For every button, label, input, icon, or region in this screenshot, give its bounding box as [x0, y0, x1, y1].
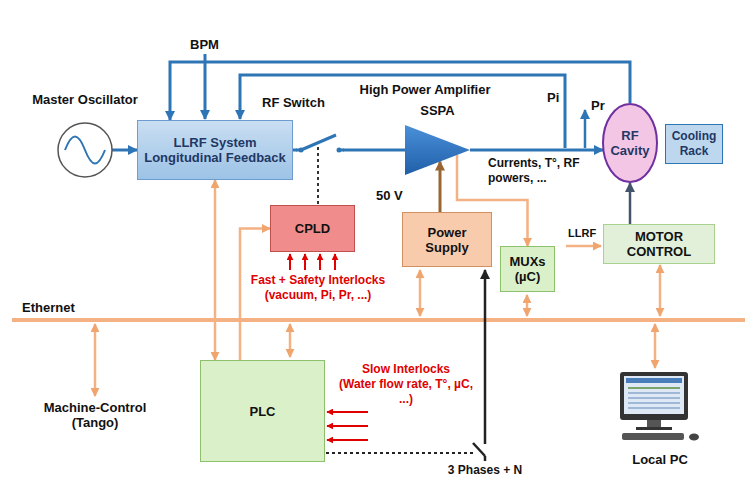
local-pc-icon [628, 392, 680, 394]
local-pc-icon [620, 372, 688, 420]
rf-switch-symbol [337, 148, 342, 153]
rf-switch-symbol [317, 146, 319, 204]
node-text: SSPA [340, 103, 510, 118]
interlock-note: (vacuum, Pi, Pr, ...) [236, 288, 400, 303]
interlock-note: Slow Interlocks [336, 362, 476, 377]
signal-name: Pr [591, 98, 605, 113]
cooling-box: Cooling Rack [665, 124, 723, 164]
plc-box: PLC [200, 360, 325, 462]
signal-name: Pi [547, 90, 559, 105]
local-pc-icon [628, 387, 680, 389]
power-supply-box: Power Supply [402, 212, 492, 267]
voltage-label: 50 V [376, 188, 403, 203]
local-pc-icon [626, 378, 682, 383]
supply-name: 3 Phases + N [430, 463, 540, 478]
interlock-arrows [327, 425, 368, 427]
interlock-arrows [327, 439, 368, 441]
node-text: PLC [250, 404, 276, 419]
bus-name: Ethernet [22, 300, 75, 315]
interlock-arrows [327, 411, 368, 413]
pr-pickup-arrow [585, 110, 586, 148]
signal-connector [629, 183, 632, 224]
node-text: MOTOR CONTROL [616, 229, 702, 259]
amplifier-triangle [405, 125, 470, 175]
interlock-note: (Water flow rate, T°, µC, ...) [336, 377, 476, 407]
bus-link [654, 324, 657, 368]
local-pc-icon [628, 397, 680, 399]
node-text: RF Cavity [607, 128, 653, 158]
cpld-box: CPLD [270, 205, 355, 252]
bus-link [419, 270, 422, 316]
bus-link [659, 265, 662, 316]
signal-connector [214, 180, 217, 360]
mains-switch [484, 270, 487, 444]
node-text: Power Supply [408, 225, 486, 255]
mains-switch [473, 443, 485, 456]
local-pc-icon [636, 427, 672, 430]
interlock-note: Fast + Safety Interlocks [236, 273, 400, 288]
bus-link [95, 265, 660, 396]
interlock-arrows [304, 254, 306, 270]
mux-box: MUXs (µC) [500, 246, 555, 292]
node-text: MUXs (µC) [506, 254, 549, 284]
local-pc-icon [628, 407, 680, 409]
signal-connector [439, 162, 442, 212]
local-pc-icon [647, 420, 661, 427]
oscillator-symbol: Master Oscillator [25, 92, 145, 184]
pr-pickup-arrow [584, 110, 587, 148]
rf-switch-symbol [296, 135, 344, 204]
ethernet-bus [12, 320, 745, 321]
signal-connector [112, 149, 137, 152]
llrf-box: LLRF System Longitudinal Feedback [137, 120, 293, 180]
interlock-arrows [289, 254, 291, 270]
switch-name: RF Switch [262, 95, 325, 110]
bus-link [289, 324, 292, 357]
signal-connector [470, 149, 603, 152]
local-pc-icon [624, 376, 684, 414]
llrf-motor-arrow [566, 245, 601, 248]
local-pc-icon [689, 434, 699, 441]
llrf-motor-arrow [566, 246, 601, 247]
local-pc-icon [620, 372, 699, 441]
local-pc-icon [628, 402, 680, 404]
interlock-arrows [334, 254, 336, 270]
node-text: LLRF System Longitudinal Feedback [143, 135, 287, 165]
amplifier-triangle: High Power AmplifierSSPA [340, 82, 510, 177]
system-name: Machine-Control (Tango) [35, 400, 155, 430]
node-text: Master Oscillator [25, 92, 145, 107]
node-text: Cooling Rack [671, 129, 717, 159]
amplifier-heading: High Power Amplifier [340, 82, 510, 97]
ethernet-bus [12, 318, 745, 322]
cavity-ellipse: RF Cavity [602, 103, 658, 183]
node-text: CPLD [295, 221, 330, 236]
signal-name: BPM [190, 37, 219, 52]
bpm-arrow [205, 54, 206, 119]
local-pc-icon [622, 433, 684, 440]
bus-link [94, 324, 97, 396]
signal-note: Currents, T°, RF powers, ... [488, 156, 580, 186]
signal-connector [170, 62, 630, 120]
interlock-arrows [319, 254, 321, 270]
oscillator-circle [58, 123, 112, 177]
motor-control-box: MOTOR CONTROL [603, 224, 715, 264]
cavity-ellipse [603, 104, 657, 182]
mains-switch [326, 452, 475, 454]
bus-link [526, 295, 529, 316]
sine-wave [65, 137, 105, 164]
signal-name: LLRF [568, 226, 596, 241]
computer-name: Local PC [615, 452, 705, 467]
bpm-arrow [204, 54, 207, 119]
